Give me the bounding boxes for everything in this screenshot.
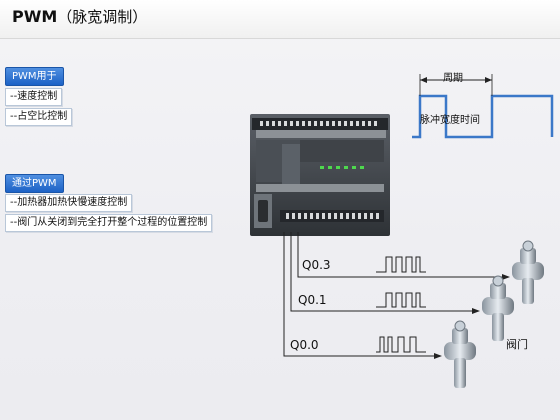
via-tag: 通过PWM (5, 174, 64, 193)
valve-label: 阀门 (506, 338, 528, 351)
output-wiring (283, 232, 504, 357)
output-label-q00: Q0.0 (290, 338, 319, 352)
via-item-valve: --阀门从关闭到完全打开整个过程的位置控制 (5, 214, 213, 232)
title-main: PWM (12, 7, 58, 26)
valve-icon (512, 240, 544, 304)
valve-icon (482, 275, 514, 341)
valve-icon (444, 320, 476, 388)
period-label: 周期 (443, 73, 463, 84)
uses-item-speed: --速度控制 (5, 88, 63, 106)
output-pulses (376, 256, 426, 353)
uses-tag: PWM用于 (5, 67, 64, 86)
output-label-q01: Q0.1 (298, 293, 327, 307)
uses-item-duty: --占空比控制 (5, 108, 73, 126)
via-item-heater: --加热器加热快慢速度控制 (5, 194, 133, 212)
output-label-q03: Q0.3 (302, 258, 331, 272)
header-bar: PWM（脉宽调制） (0, 0, 560, 39)
pwm-waveform (412, 74, 554, 139)
page-title: PWM（脉宽调制） (12, 6, 147, 27)
pulse-width-label: 脉冲宽度时间 (420, 115, 480, 126)
title-subtitle: （脉宽调制） (57, 8, 148, 26)
plc-controller-icon (250, 114, 390, 236)
arrow-heads (434, 274, 510, 359)
